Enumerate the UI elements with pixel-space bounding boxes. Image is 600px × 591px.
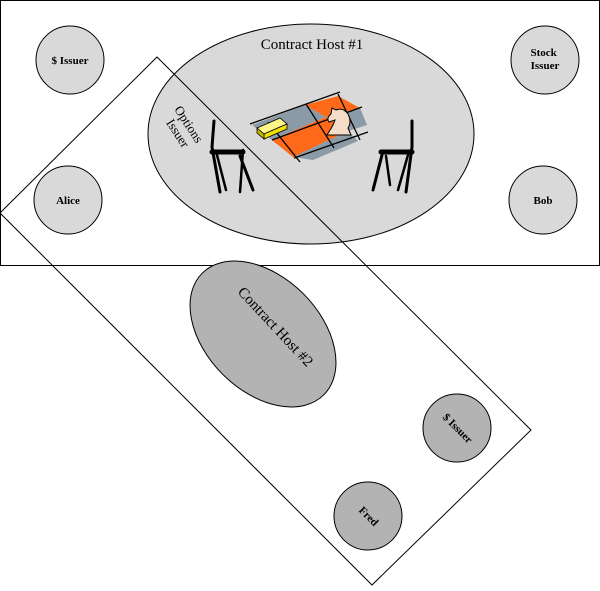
fred-node [333,481,403,551]
bob-node [508,165,578,235]
chair-left-icon [209,119,255,194]
host2-ellipse [189,260,337,408]
dollar-issuer-1-label: $ Issuer [52,55,89,67]
alice-label: Alice [56,195,80,207]
gold-bar-icon [256,117,288,140]
dollar-issuer-2-node [422,393,492,463]
host2-boundary [0,56,532,586]
alice-node [33,165,103,235]
stock-issuer-label: Stock Issuer [530,47,559,72]
stock-issuer-node [510,25,580,95]
chess-knight-icon [326,107,352,136]
chair-right-icon [371,119,415,194]
dollar-issuer-1-node [35,25,105,95]
host1-label: Contract Host #1 [261,37,364,53]
bob-label: Bob [534,195,553,207]
